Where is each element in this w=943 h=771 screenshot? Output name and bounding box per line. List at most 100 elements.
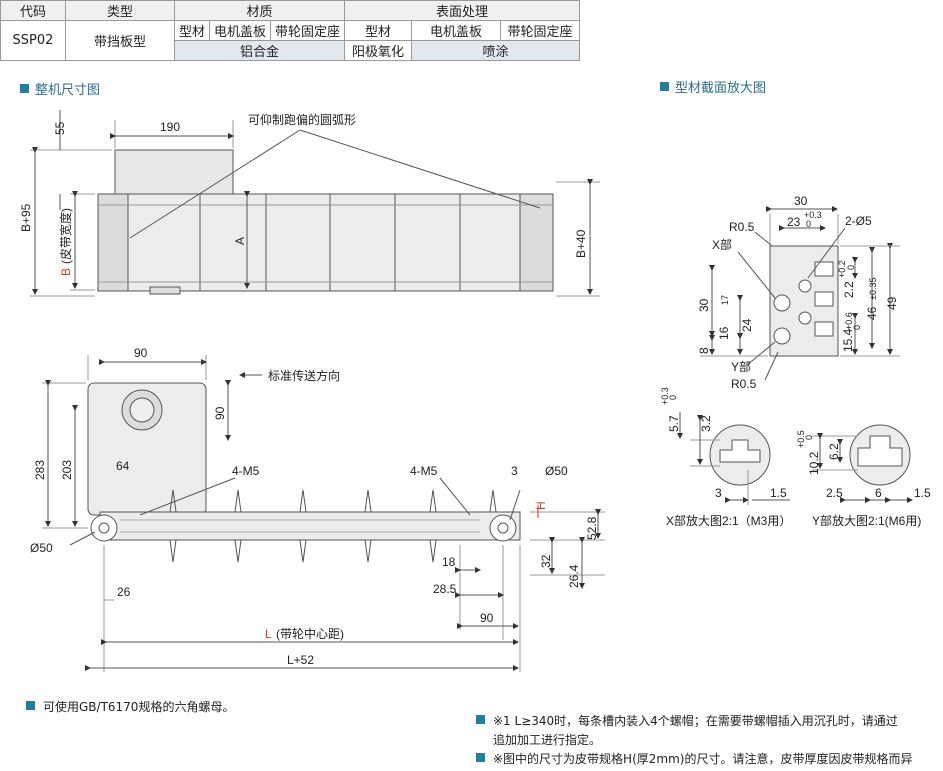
dim-3: 3 bbox=[715, 486, 722, 500]
section-dimension: 整机尺寸图 bbox=[20, 79, 100, 98]
detail-x bbox=[677, 412, 790, 505]
square-bullet-icon bbox=[26, 701, 35, 710]
label-x-part: X部 bbox=[712, 237, 732, 252]
dim-2-5: 2.5 bbox=[826, 486, 843, 500]
top-view bbox=[30, 110, 600, 297]
dim-64: 64 bbox=[116, 459, 130, 473]
square-bullet-icon bbox=[476, 715, 485, 724]
dim-30v: 30 bbox=[697, 298, 711, 312]
dim-24: 24 bbox=[740, 318, 754, 332]
dim-6-2: 6.2 bbox=[827, 443, 841, 460]
header-type: 类型 bbox=[65, 0, 175, 21]
dim-15-4-tol2: 0 bbox=[852, 325, 862, 330]
section-title: 型材截面放大图 bbox=[675, 81, 767, 96]
dim-90b: 90 bbox=[213, 406, 227, 420]
dim-1-5: 1.5 bbox=[914, 486, 931, 500]
dim-3-2: 3.2 bbox=[699, 415, 713, 432]
note-text: 可使用GB/T6170规格的六角螺母。 bbox=[43, 700, 235, 714]
spec-table: 代码 类型 材质 表面处理 SSP02 带挡板型 型材 电机盖板 带轮固定座 型… bbox=[0, 0, 581, 61]
dim-a: A bbox=[233, 237, 247, 245]
dim-1-5: 1.5 bbox=[770, 486, 787, 500]
subheader: 型材 bbox=[173, 20, 211, 41]
material-value: 铝合金 bbox=[173, 40, 346, 61]
dim-phi5: 2-Ø5 bbox=[845, 214, 872, 228]
dim-h: H bbox=[534, 501, 548, 510]
dim-5-7: 5.7 bbox=[667, 415, 681, 432]
dim-l52: L+52 bbox=[287, 653, 314, 667]
dim-90c: 90 bbox=[480, 611, 494, 625]
dim-l-red: L bbox=[265, 627, 272, 641]
section-profile: 型材截面放大图 bbox=[660, 77, 766, 96]
dim-15-4: 15.4 bbox=[841, 328, 855, 352]
surface-value: 阳极氧化 bbox=[344, 40, 413, 61]
subheader: 电机盖板 bbox=[411, 20, 502, 41]
header-code: 代码 bbox=[0, 0, 66, 21]
note-text: ※图中的尺寸为皮带规格H(厚2mm)的尺寸。请注意，皮带厚度因皮带规格而异 bbox=[493, 752, 913, 766]
dim-55: 55 bbox=[53, 121, 67, 135]
dim-23: 23 bbox=[787, 215, 801, 229]
dim-b-red: B bbox=[59, 268, 73, 276]
dim-49: 49 bbox=[885, 296, 899, 310]
dim-8: 8 bbox=[697, 347, 711, 354]
dim-phi50b: Ø50 bbox=[545, 464, 568, 478]
dim-26-4: 26.4 bbox=[567, 564, 581, 588]
dim-5-7-tol: +0.3 bbox=[660, 387, 670, 405]
surface-value: 喷涂 bbox=[411, 40, 581, 61]
dim-phi50a: Ø50 bbox=[30, 541, 53, 555]
subheader: 电机盖板 bbox=[209, 20, 272, 41]
detail-x-caption: X部放大图2:1（M3用） bbox=[666, 513, 791, 528]
dim-23-tol: +0.3 bbox=[804, 210, 822, 220]
dim-46-tol: ±0.35 bbox=[868, 278, 878, 300]
dim-32: 32 bbox=[539, 554, 553, 568]
dim-2-2-tol: +0.2 bbox=[837, 260, 847, 278]
dim-10-2-tol: +0.5 bbox=[796, 430, 806, 448]
dim-15-4-tol: +0.6 bbox=[844, 312, 854, 330]
dim-203: 203 bbox=[60, 460, 74, 480]
dim-283: 283 bbox=[33, 460, 47, 480]
dim-23-tol2: 0 bbox=[806, 219, 811, 229]
side-view bbox=[42, 355, 605, 672]
dim-r05b: R0.5 bbox=[731, 377, 757, 391]
dim-190: 190 bbox=[160, 120, 180, 134]
dim-16: 16 bbox=[717, 326, 731, 340]
dim-m5b: 4-M5 bbox=[410, 464, 438, 478]
dim-3: 3 bbox=[511, 464, 518, 478]
subheader: 带轮固定座 bbox=[500, 20, 581, 41]
dim-10-2: 10.2 bbox=[807, 451, 821, 475]
note-l340: ※1 L≥340时，每条槽内装入4个螺帽；在需要带螺帽插入用沉孔时，请通过 追加… bbox=[476, 712, 898, 748]
dim-b40: B+40 bbox=[574, 229, 588, 258]
type-cell: 带挡板型 bbox=[65, 20, 175, 61]
dim-2-2-tol2: 0 bbox=[846, 265, 856, 270]
dim-l-center: (带轮中心距) bbox=[276, 626, 344, 641]
callout-label: 可仰制跑偏的圆弧形 bbox=[248, 112, 356, 127]
note-belt: ※图中的尺寸为皮带规格H(厚2mm)的尺寸。请注意，皮带厚度因皮带规格而异 bbox=[476, 750, 943, 767]
dim-b95: B+95 bbox=[19, 203, 33, 232]
dim-2-2: 2.2 bbox=[842, 281, 856, 298]
detail-y-caption: Y部放大图2:1(M6用) bbox=[812, 513, 921, 528]
note-nut: 可使用GB/T6170规格的六角螺母。 bbox=[26, 698, 234, 715]
square-bullet-icon bbox=[476, 753, 485, 762]
dim-r05a: R0.5 bbox=[729, 220, 755, 234]
square-bullet-icon bbox=[660, 82, 669, 91]
header-material: 材质 bbox=[173, 0, 346, 21]
dim-28-5: 28.5 bbox=[433, 582, 457, 596]
code-cell: SSP02 bbox=[0, 20, 66, 61]
dim-b-width: (皮带宽度) bbox=[58, 208, 73, 264]
dim-18: 18 bbox=[442, 555, 456, 569]
detail-y bbox=[812, 424, 913, 503]
profile-view bbox=[700, 206, 900, 381]
note-text: 追加加工进行指定。 bbox=[493, 733, 602, 747]
dim-52-8: 52.8 bbox=[585, 516, 599, 540]
dim-17: 17 bbox=[720, 295, 730, 305]
dim-26: 26 bbox=[117, 585, 131, 599]
square-bullet-icon bbox=[20, 84, 29, 93]
label-y-part: Y部 bbox=[731, 359, 751, 374]
dim-46: 46 bbox=[865, 306, 879, 320]
dim-90a: 90 bbox=[134, 346, 148, 360]
dim-30: 30 bbox=[794, 194, 808, 208]
dim-5-7-tol2: 0 bbox=[668, 395, 678, 400]
dim-6: 6 bbox=[875, 486, 882, 500]
dim-10-2-tol2: 0 bbox=[804, 435, 814, 440]
direction-label: 标准传送方向 bbox=[268, 368, 340, 383]
